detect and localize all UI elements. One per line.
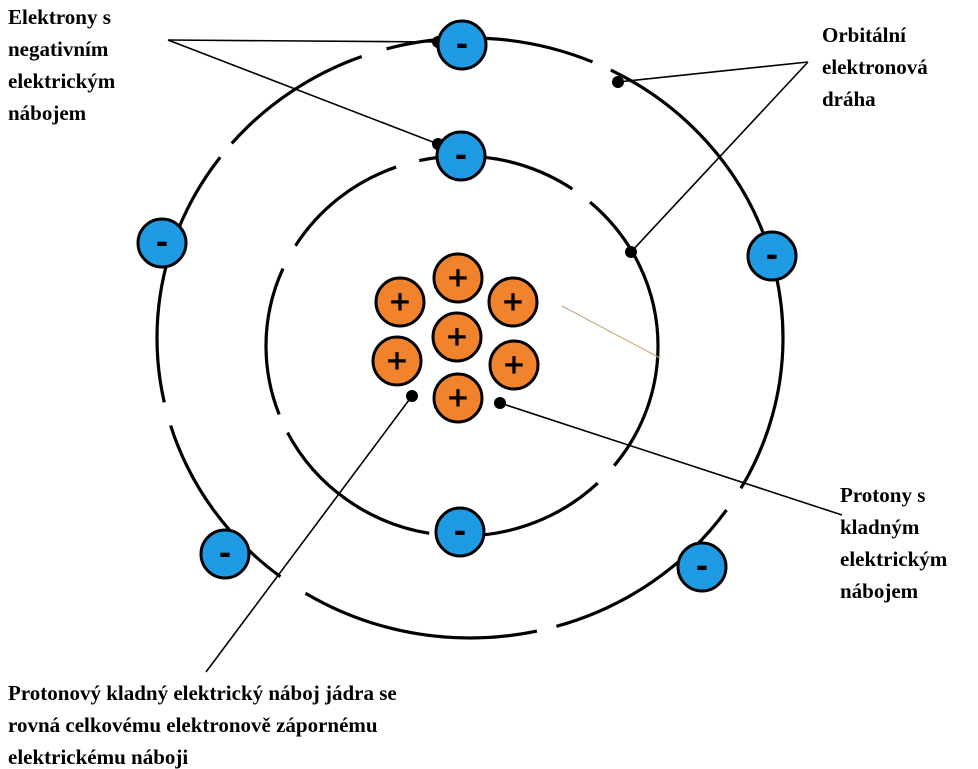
dot-proton bbox=[494, 397, 506, 409]
electron: - bbox=[676, 541, 728, 593]
leader-electrons-inner bbox=[167, 39, 439, 145]
svg-text:+: + bbox=[385, 344, 408, 377]
leader-nucleus-charge bbox=[205, 395, 413, 673]
proton: + bbox=[488, 339, 540, 391]
faint-stray-line bbox=[561, 305, 661, 359]
svg-text:-: - bbox=[766, 239, 778, 274]
leader-electrons-outer bbox=[167, 39, 439, 43]
electron: - bbox=[434, 506, 486, 558]
proton: + bbox=[487, 276, 539, 328]
label-nucleus-charge: Protonový kladný elektrický náboj jádra … bbox=[8, 681, 402, 769]
electron: - bbox=[435, 130, 487, 182]
electron: - bbox=[746, 230, 798, 282]
electron: - bbox=[136, 217, 188, 269]
svg-text:-: - bbox=[456, 28, 468, 63]
proton: + bbox=[374, 276, 426, 328]
label-electrons: Elektrony s negativním elektrickým náboj… bbox=[8, 5, 121, 125]
electron: - bbox=[199, 528, 251, 580]
svg-text:+: + bbox=[445, 320, 468, 353]
electrons: - - - - - - - bbox=[136, 19, 798, 593]
leader-lines bbox=[167, 39, 843, 673]
dot-orbit-inner bbox=[625, 246, 637, 258]
nucleus: + + + + + + + bbox=[371, 252, 540, 424]
proton: + bbox=[431, 311, 483, 363]
label-orbit: Orbitální elektronová dráha bbox=[822, 23, 933, 111]
label-protons: Protony s kladným elektrickým nábojem bbox=[840, 483, 953, 603]
svg-text:+: + bbox=[501, 285, 524, 318]
dot-orbit-outer bbox=[612, 76, 624, 88]
svg-text:+: + bbox=[502, 348, 525, 381]
proton: + bbox=[371, 335, 423, 387]
svg-text:-: - bbox=[156, 226, 168, 261]
svg-text:+: + bbox=[446, 261, 469, 294]
svg-text:-: - bbox=[455, 139, 467, 174]
leader-orbit-inner bbox=[630, 61, 809, 253]
svg-text:+: + bbox=[446, 381, 469, 414]
svg-text:-: - bbox=[219, 537, 231, 572]
leader-protons bbox=[499, 402, 843, 516]
svg-text:-: - bbox=[696, 550, 708, 585]
proton: + bbox=[432, 372, 484, 424]
leader-orbit-outer bbox=[617, 61, 809, 83]
electron: - bbox=[436, 19, 488, 71]
svg-text:-: - bbox=[454, 515, 466, 550]
proton: + bbox=[432, 252, 484, 304]
dot-nucleus bbox=[406, 390, 418, 402]
svg-text:+: + bbox=[388, 285, 411, 318]
